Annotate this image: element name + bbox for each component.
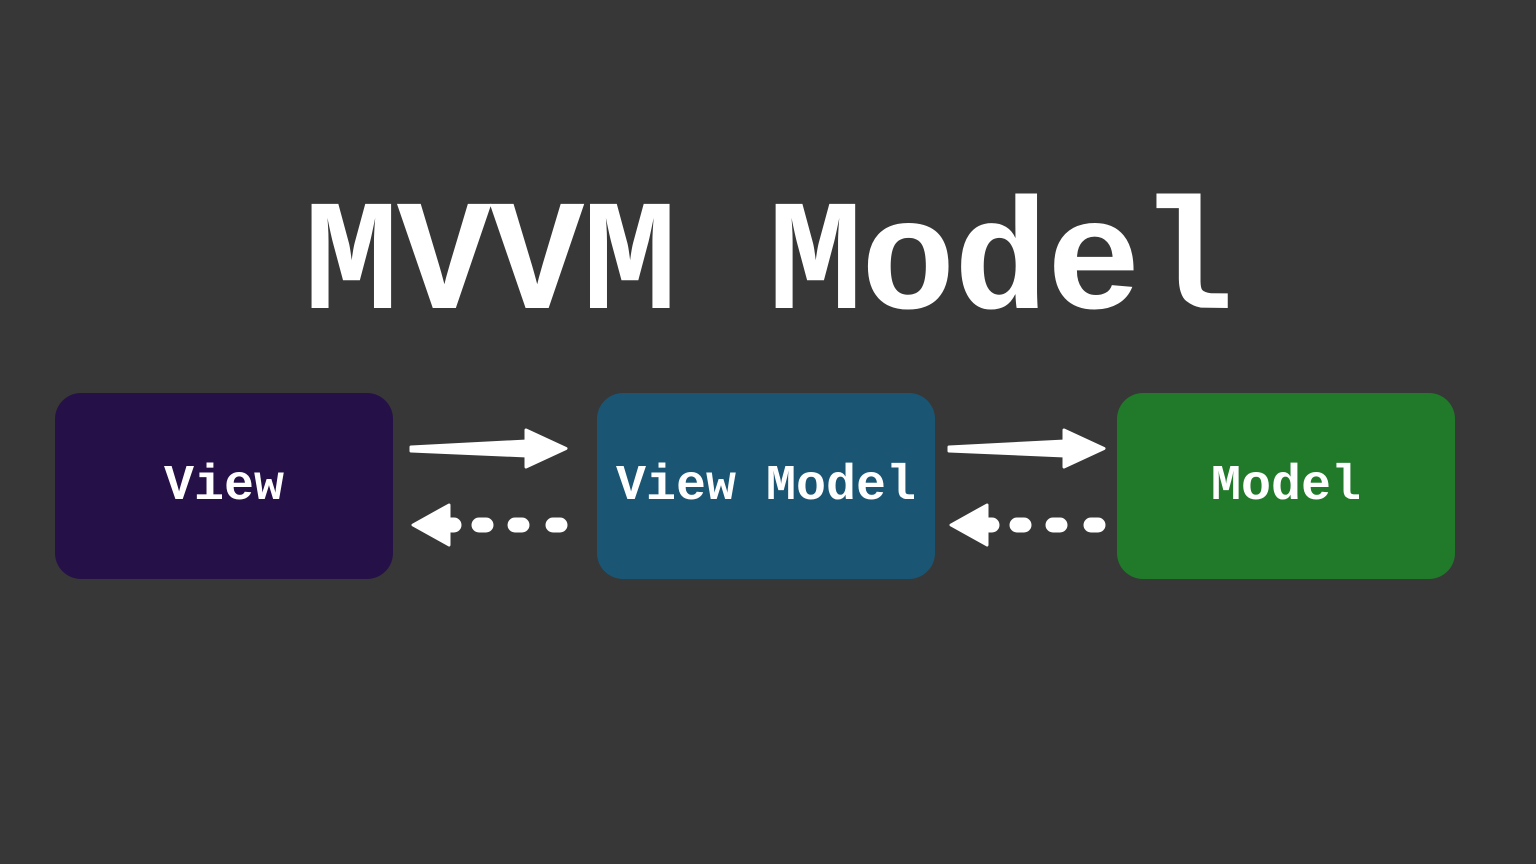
arrow-model-to-viewmodel-dashed-left-icon	[946, 500, 1110, 550]
node-model: Model	[1117, 393, 1455, 579]
arrow-view-to-viewmodel-solid-right-icon	[406, 423, 572, 475]
node-view-label: View	[163, 457, 285, 515]
arrow-viewmodel-to-view-dashed-left-icon	[408, 500, 572, 550]
arrow-viewmodel-to-model-solid-right-icon	[944, 423, 1110, 475]
node-model-label: Model	[1210, 457, 1362, 515]
node-view: View	[55, 393, 393, 579]
node-view-model: View Model	[597, 393, 935, 579]
node-view-model-label: View Model	[615, 457, 917, 515]
page-title: MVVM Model	[303, 177, 1234, 356]
